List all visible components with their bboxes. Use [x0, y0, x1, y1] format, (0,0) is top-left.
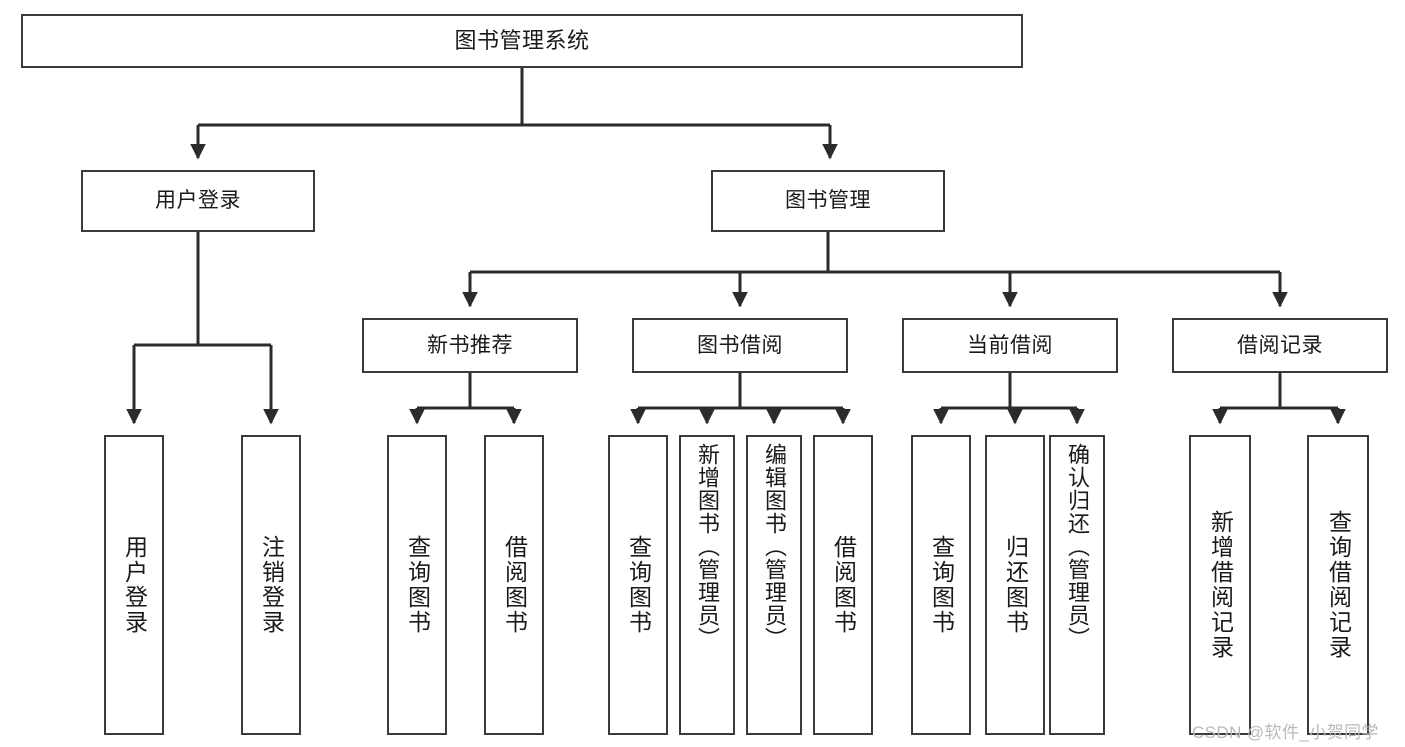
node-root-label: 图书管理系统: [454, 27, 590, 53]
node-leaf-borrow-book-rec[interactable]: 借阅图书: [484, 435, 544, 735]
node-leaf-query-record-label: 查询借阅记录: [1325, 510, 1352, 660]
node-leaf-add-record-label: 新增借阅记录: [1207, 510, 1234, 660]
node-leaf-add-book-label: 新增图书（管理员）: [695, 443, 720, 650]
node-book-manage-label: 图书管理: [785, 189, 871, 213]
node-book-borrow-label: 图书借阅: [697, 333, 783, 357]
node-leaf-query-book-cb[interactable]: 查询图书: [911, 435, 971, 735]
node-leaf-query-record[interactable]: 查询借阅记录: [1307, 435, 1369, 735]
node-leaf-return-book[interactable]: 归还图书: [985, 435, 1045, 735]
node-leaf-query-book-cb-label: 查询图书: [928, 535, 955, 635]
node-book-borrow[interactable]: 图书借阅: [632, 318, 848, 373]
node-leaf-return-book-label: 归还图书: [1002, 535, 1029, 635]
node-leaf-query-book-bw[interactable]: 查询图书: [608, 435, 668, 735]
node-book-manage[interactable]: 图书管理: [711, 170, 945, 232]
node-leaf-confirm-return-label: 确认归还（管理员）: [1065, 443, 1090, 650]
node-leaf-user-login[interactable]: 用户登录: [104, 435, 164, 735]
csdn-watermark: CSDN @软件_小贺同学: [1192, 723, 1379, 742]
node-leaf-add-book[interactable]: 新增图书（管理员）: [679, 435, 735, 735]
node-leaf-user-logout-label: 注销登录: [258, 535, 285, 635]
node-leaf-add-record[interactable]: 新增借阅记录: [1189, 435, 1251, 735]
node-leaf-edit-book-label: 编辑图书（管理员）: [762, 443, 787, 650]
node-new-book-rec[interactable]: 新书推荐: [362, 318, 578, 373]
node-current-borrow-label: 当前借阅: [967, 333, 1053, 357]
node-user-login-label: 用户登录: [155, 189, 241, 213]
node-leaf-borrow-book-rec-label: 借阅图书: [501, 535, 528, 635]
node-leaf-user-logout[interactable]: 注销登录: [241, 435, 301, 735]
node-new-book-rec-label: 新书推荐: [427, 333, 513, 357]
node-current-borrow[interactable]: 当前借阅: [902, 318, 1118, 373]
node-user-login[interactable]: 用户登录: [81, 170, 315, 232]
node-leaf-edit-book[interactable]: 编辑图书（管理员）: [746, 435, 802, 735]
node-root[interactable]: 图书管理系统: [21, 14, 1023, 68]
node-leaf-user-login-label: 用户登录: [121, 535, 148, 635]
node-leaf-confirm-return[interactable]: 确认归还（管理员）: [1049, 435, 1105, 735]
node-borrow-record-label: 借阅记录: [1237, 333, 1323, 357]
node-leaf-query-book-bw-label: 查询图书: [625, 535, 652, 635]
node-borrow-record[interactable]: 借阅记录: [1172, 318, 1388, 373]
node-leaf-borrow-book-bw[interactable]: 借阅图书: [813, 435, 873, 735]
node-leaf-borrow-book-bw-label: 借阅图书: [830, 535, 857, 635]
node-leaf-query-book-rec[interactable]: 查询图书: [387, 435, 447, 735]
node-leaf-query-book-rec-label: 查询图书: [404, 535, 431, 635]
